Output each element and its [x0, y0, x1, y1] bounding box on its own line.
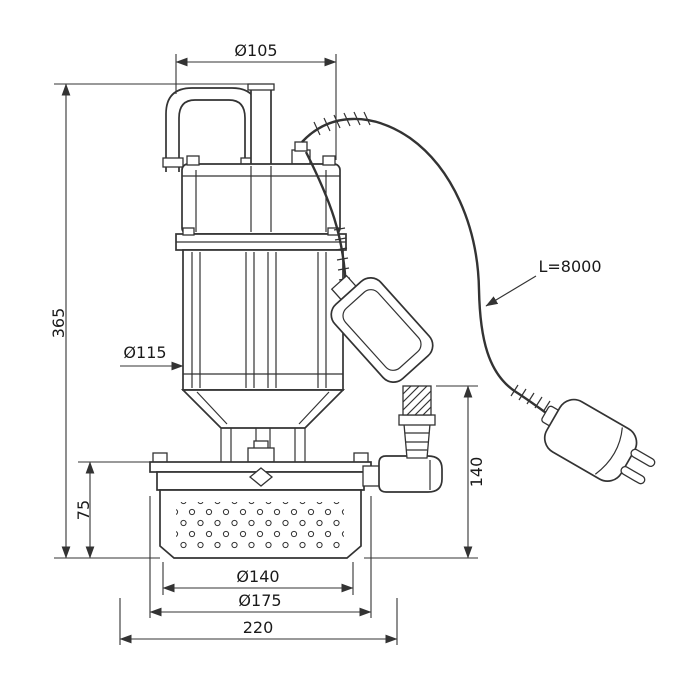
hose-barb: [403, 423, 431, 459]
dim-label-base-height: 75: [74, 500, 93, 520]
band-bolt-left: [182, 227, 195, 236]
handle-foot-left: [162, 157, 184, 168]
power-plug: [541, 398, 656, 485]
plug-pin-top: [630, 448, 656, 467]
dimension-top-diameter: Ø105: [175, 41, 337, 160]
pipe-cap: [247, 83, 275, 91]
dim-label-strainer-diameter: Ø140: [236, 567, 279, 586]
dim-label-base-diameter: Ø175: [238, 591, 281, 610]
dim-label-cable-length: L=8000: [538, 257, 601, 276]
pump-handle: [162, 87, 262, 172]
float-face: [342, 289, 422, 371]
outlet-fitting: [362, 385, 443, 493]
clamp-band: [175, 227, 347, 251]
plug-pin-bottom: [620, 466, 646, 485]
dimension-body-diameter: Ø115: [120, 343, 184, 371]
center-clip: [248, 467, 274, 487]
dimension-overall-width: 220: [119, 598, 398, 645]
suction-strainer: [159, 489, 362, 559]
float-switch: [330, 274, 434, 383]
dimension-cable-length: L=8000: [485, 257, 602, 307]
dim-label-body-diameter: Ø115: [123, 343, 166, 362]
threaded-fitting: [402, 385, 432, 416]
dimension-strainer-diameter: Ø140: [162, 562, 354, 595]
dim-label-overall-height: 365: [49, 308, 68, 339]
fitting-collar: [398, 414, 436, 426]
housing-bolt-left: [186, 155, 200, 166]
dimension-outlet-height: 140: [364, 385, 486, 559]
body-taper: [180, 389, 346, 429]
dim-label-overall-width: 220: [243, 618, 274, 637]
dim-label-outlet-height: 140: [467, 457, 486, 488]
discharge-pipe: [247, 83, 275, 167]
dim-label-top-diameter: Ø105: [234, 41, 277, 60]
dimension-base-height: 75: [74, 461, 152, 559]
housing-bolt-right: [322, 155, 336, 166]
center-clamp: [247, 447, 275, 463]
outlet-elbow: [378, 455, 443, 493]
power-cable: [301, 111, 554, 419]
plug-body: [543, 398, 638, 482]
dimension-overall-height: 365: [49, 83, 250, 559]
plug-divider: [594, 427, 623, 475]
base-flange: [149, 440, 372, 491]
pump-body: [182, 249, 344, 391]
motor-housing: [181, 155, 341, 235]
strainer-perforations: [176, 502, 344, 550]
dimension-base-diameter: Ø175: [149, 496, 372, 618]
